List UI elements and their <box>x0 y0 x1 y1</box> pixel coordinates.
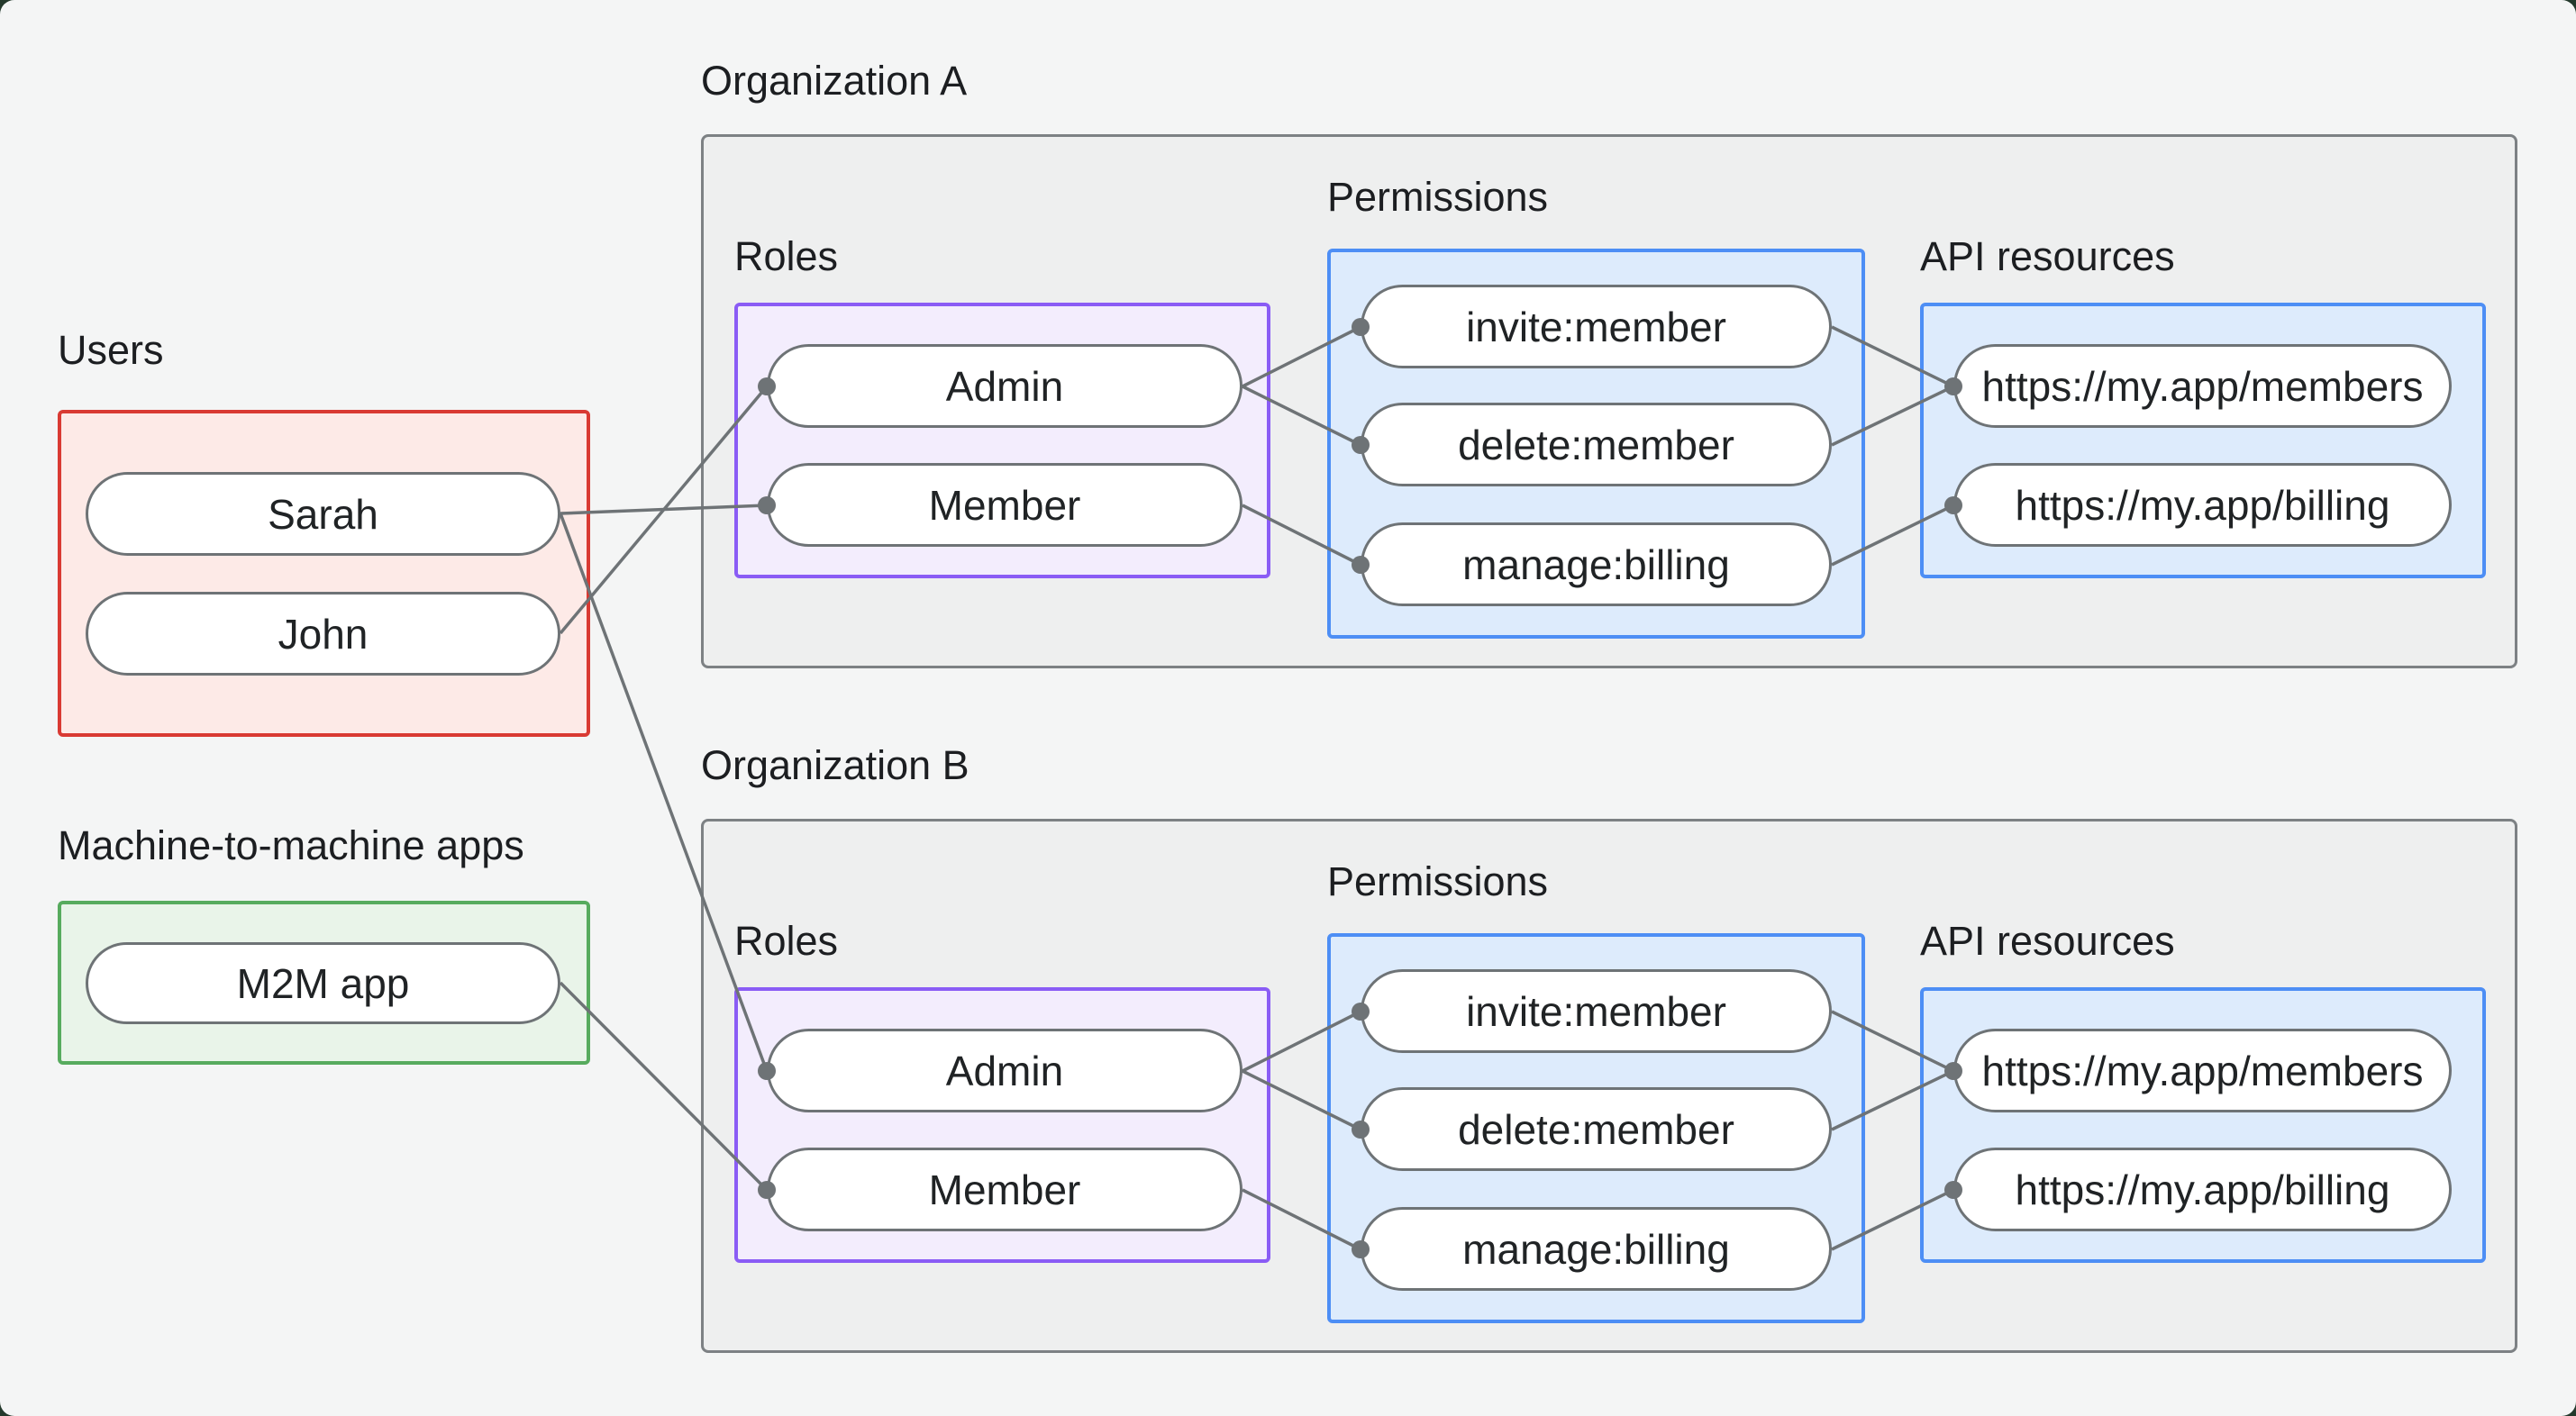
node-org-b-api-billing: https://my.app/billing <box>1953 1148 2452 1231</box>
org-a-api-resources-label: API resources <box>1920 233 2175 279</box>
node-org-b-perm-manage-billing: manage:billing <box>1361 1207 1832 1291</box>
org-b-roles-label: Roles <box>734 918 839 964</box>
org-a-roles-label: Roles <box>734 233 839 279</box>
node-org-a-role-admin: Admin <box>767 344 1242 428</box>
org-a-permissions-label: Permissions <box>1327 174 1549 220</box>
node-org-b-perm-invite-member: invite:member <box>1361 969 1832 1053</box>
node-user-sarah: Sarah <box>86 472 560 556</box>
users-group-label: Users <box>58 327 164 373</box>
org-b-permissions-label: Permissions <box>1327 858 1549 904</box>
org-a-label: Organization A <box>701 58 968 104</box>
node-org-a-perm-delete-member: delete:member <box>1361 403 1832 486</box>
node-org-b-role-member: Member <box>767 1148 1242 1231</box>
m2m-group-label: Machine-to-machine apps <box>58 822 524 868</box>
org-b-label: Organization B <box>701 742 969 788</box>
node-org-a-perm-invite-member: invite:member <box>1361 285 1832 368</box>
node-org-b-role-admin: Admin <box>767 1029 1242 1112</box>
node-org-a-perm-manage-billing: manage:billing <box>1361 522 1832 606</box>
node-org-a-role-member: Member <box>767 463 1242 547</box>
org-b-api-resources-label: API resources <box>1920 918 2175 964</box>
users-group-box <box>58 410 590 737</box>
node-org-b-api-members: https://my.app/members <box>1953 1029 2452 1112</box>
node-user-john: John <box>86 592 560 676</box>
node-org-a-api-billing: https://my.app/billing <box>1953 463 2452 547</box>
node-org-b-perm-delete-member: delete:member <box>1361 1087 1832 1171</box>
node-m2m-app: M2M app <box>86 942 560 1024</box>
node-org-a-api-members: https://my.app/members <box>1953 344 2452 428</box>
